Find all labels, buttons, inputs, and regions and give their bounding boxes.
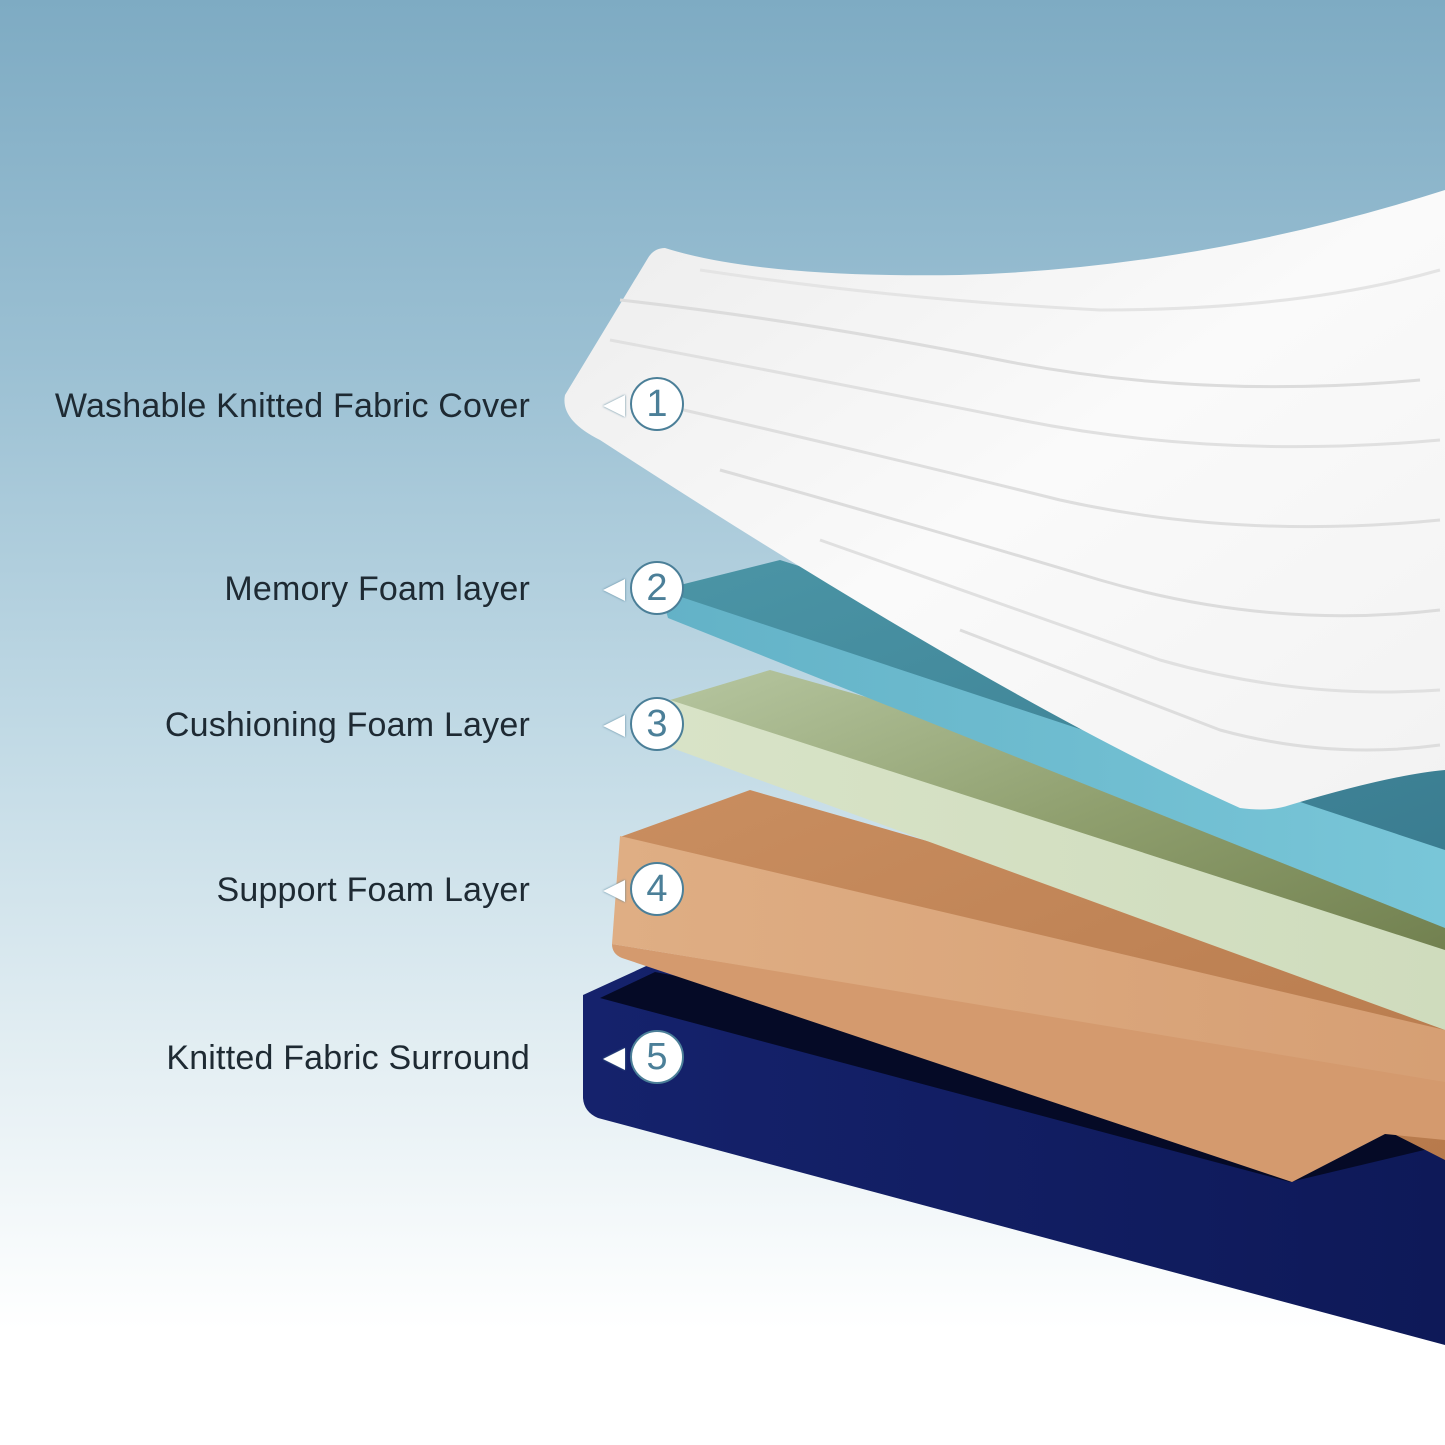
layer-1-cover-shape	[564, 190, 1445, 810]
layer-2-marker: 2	[603, 560, 689, 620]
layer-2-label: Memory Foam layer	[224, 570, 530, 608]
layer-2-number-badge: 2	[630, 561, 684, 615]
layer-3-marker: 3	[603, 696, 689, 756]
layer-5-number-badge: 5	[630, 1030, 684, 1084]
layer-1-marker: 1	[603, 376, 689, 436]
layer-4-support-foam-shape	[612, 790, 1445, 1182]
pointer-arrow-icon	[603, 579, 625, 601]
layer-4-marker: 4	[603, 861, 689, 921]
pointer-arrow-icon	[603, 1048, 625, 1070]
layer-4-number-badge: 4	[630, 862, 684, 916]
layer-5-label: Knitted Fabric Surround	[166, 1039, 530, 1077]
layer-5-marker: 5	[603, 1029, 689, 1089]
pointer-arrow-icon	[603, 395, 625, 417]
layer-3-label: Cushioning Foam Layer	[164, 706, 530, 744]
layer-3-number-badge: 3	[630, 697, 684, 751]
layer-3-cushioning-foam-shape	[670, 670, 1445, 1030]
layer-4-label: Support Foam Layer	[216, 871, 530, 909]
layer-1-number-badge: 1	[630, 377, 684, 431]
layer-1-label: Washable Knitted Fabric Cover	[54, 387, 530, 425]
pointer-arrow-icon	[603, 880, 625, 902]
pointer-arrow-icon	[603, 715, 625, 737]
